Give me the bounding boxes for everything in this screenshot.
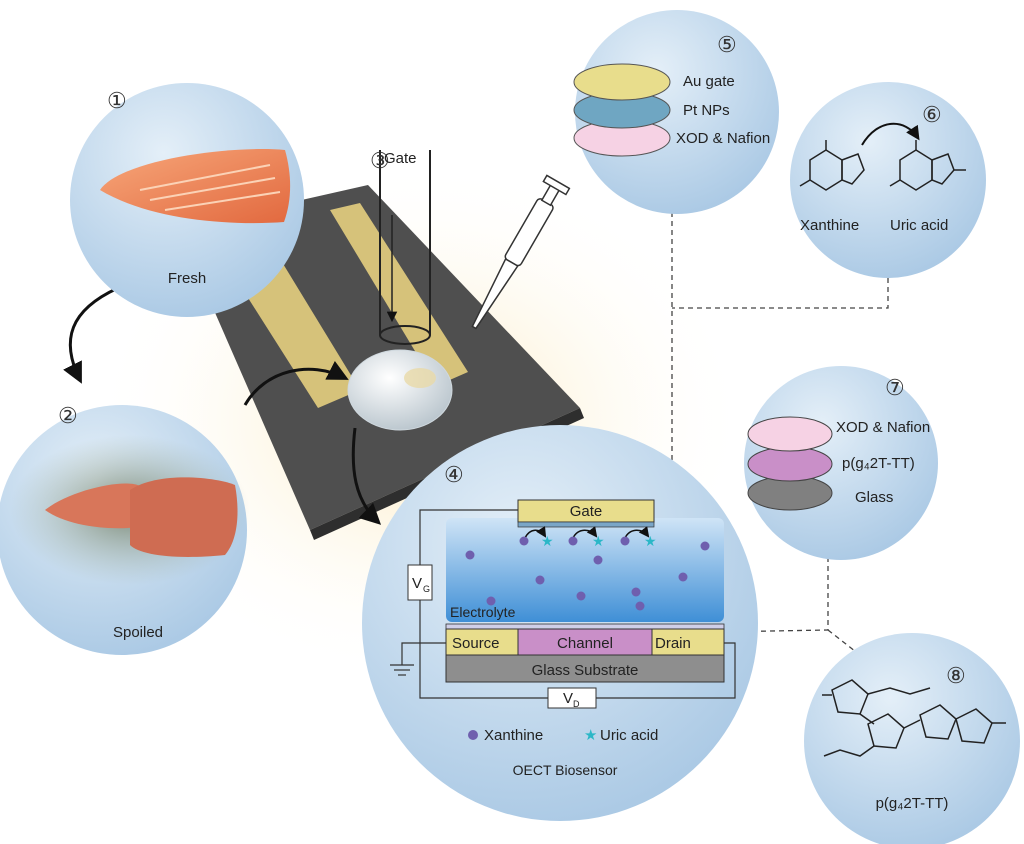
pt-nps-label: Pt NPs [683, 102, 730, 119]
sensor-to-oect-arrow [351, 427, 382, 525]
fresh-salmon [100, 149, 291, 224]
fresh-to-spoiled-arrow [63, 286, 119, 384]
substrate-label: Glass Substrate [532, 662, 639, 679]
legend-xanthine-dot [468, 730, 478, 740]
fresh-label: Fresh [168, 270, 206, 287]
electrolyte-droplet [347, 349, 453, 431]
legend-xanthine-label: Xanthine [484, 727, 543, 744]
legend-uric-star: ★ [584, 727, 597, 744]
svg-text:★: ★ [592, 533, 605, 549]
bubble-gate-layers: ⑤ Au gate Pt NPs XOD & Nafion [573, 10, 779, 214]
xod-nafion-channel-layer [747, 416, 833, 452]
vd-source [547, 687, 597, 709]
step-8-number: ⑧ [946, 663, 966, 688]
channel-label: Channel [557, 635, 613, 652]
polymer-layer [747, 446, 833, 482]
polymer-structure [822, 679, 1006, 757]
drain-label: Drain [655, 635, 691, 652]
gold-electrode-right [330, 203, 468, 386]
xanthine-label: Xanthine [800, 217, 859, 234]
bubble-oect: ④ Electrolyte Gate ★ ★ ★ Source [362, 425, 758, 821]
bubble-channel-layers: ⑦ XOD & Nafion p(g₄2T-TT) Glass [744, 366, 938, 560]
step-5-number: ⑤ [717, 32, 737, 57]
step-3-number: ③ [370, 148, 390, 173]
spoiled-to-sensor-arrow [243, 360, 349, 406]
step-2-number: ② [58, 403, 78, 428]
au-gate-label: Au gate [683, 73, 735, 90]
xanthine-structure [799, 140, 865, 191]
bubble-reaction: ⑥ Xanthine Uric acid [790, 82, 986, 278]
source-electrode [445, 628, 519, 656]
channel-polymer-label: p(g₄2T-TT) [842, 455, 915, 472]
spoiled-salmon-right [130, 477, 238, 557]
svg-text:★: ★ [541, 533, 554, 549]
vg-subscript: G [423, 584, 430, 594]
spoiled-label: Spoiled [113, 624, 163, 641]
glass-substrate [445, 654, 725, 683]
svg-text:★: ★ [644, 533, 657, 549]
spoiled-salmon-left [45, 483, 150, 529]
gate-rod [379, 150, 431, 345]
step-7-number: ⑦ [885, 375, 905, 400]
reaction-arrow [861, 122, 920, 146]
circuit-wires [390, 509, 736, 699]
vd-subscript: D [573, 699, 580, 709]
uric-acid-label: Uric acid [890, 217, 948, 234]
channel-glass-label: Glass [855, 489, 893, 506]
au-gate-layer [573, 63, 671, 101]
oect-biosensor-label: OECT Biosensor [513, 762, 618, 778]
electrolyte-label: Electrolyte [450, 604, 516, 620]
drain-electrode [651, 628, 725, 656]
vg-label: V [412, 575, 422, 592]
channel-xod-label: XOD & Nafion [836, 419, 930, 436]
bubble-polymer: ⑧ p(g₄2T-TT) [804, 633, 1020, 844]
channel-layer [517, 628, 653, 656]
polymer-label: p(g₄2T-TT) [876, 795, 949, 812]
uric-acid-molecules: ★ ★ ★ [541, 533, 657, 549]
uric-acid-structure [889, 140, 966, 191]
xod-nafion-label: XOD & Nafion [676, 130, 770, 147]
gate-block-label: Gate [570, 503, 603, 520]
source-label: Source [452, 635, 500, 652]
vd-label: V [563, 690, 573, 707]
gate-label: Gate [384, 150, 417, 167]
step-6-number: ⑥ [922, 102, 942, 127]
vg-source [407, 564, 433, 601]
electrolyte-region [446, 518, 724, 622]
bubble-spoiled: ② Spoiled [0, 403, 250, 655]
legend-uric-label: Uric acid [600, 727, 658, 744]
xanthine-molecules [465, 536, 710, 611]
step-1-number: ① [107, 88, 127, 113]
bubble-fresh: ① Fresh [70, 83, 304, 317]
pipette-icon [471, 174, 571, 330]
step-4-number: ④ [444, 462, 464, 487]
